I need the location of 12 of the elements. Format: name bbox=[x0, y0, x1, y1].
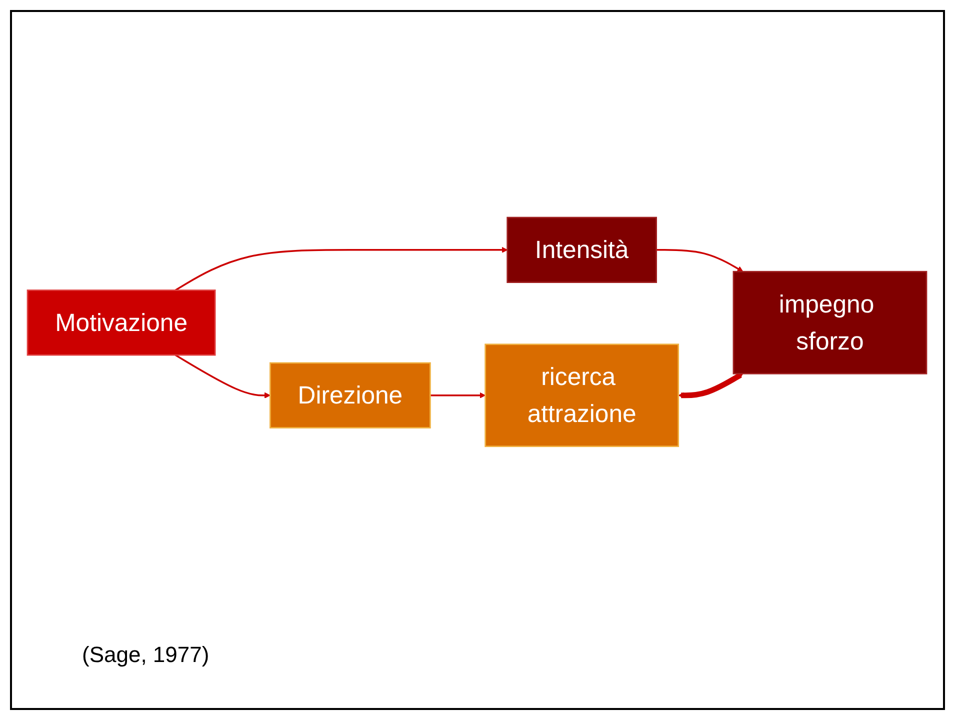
node-box bbox=[26, 290, 216, 356]
arrow bbox=[174, 246, 508, 292]
flowchart: Motivazione Intensità impegno sforzo Direzione ricerca attrazione bbox=[22, 212, 932, 452]
arrow bbox=[174, 354, 270, 398]
node-box bbox=[270, 362, 431, 428]
node-box bbox=[506, 216, 657, 284]
citation-note: (Sage, 1977) bbox=[82, 642, 210, 668]
arrow bbox=[678, 372, 744, 398]
arrow bbox=[430, 392, 486, 398]
arrow bbox=[656, 249, 744, 272]
node-box bbox=[732, 271, 928, 374]
node-box bbox=[484, 344, 680, 448]
